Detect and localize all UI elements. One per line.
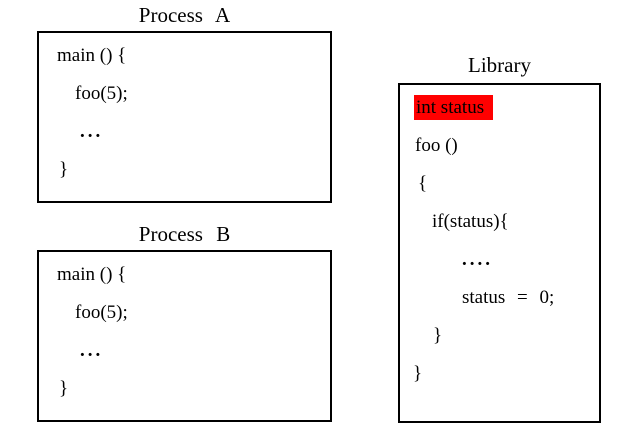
code-line: if(status){	[432, 211, 509, 232]
shared-variable-line: int status	[400, 89, 599, 127]
ellipsis-line: ...	[80, 340, 104, 361]
ellipsis-line: ....	[462, 249, 493, 270]
code-line: }	[59, 159, 69, 180]
process-a-code: main () { foo(5); ... }	[39, 33, 330, 189]
library-box: int status foo () { if(status){ .... sta…	[398, 83, 601, 423]
process-b-code: main () { foo(5); ... }	[39, 252, 330, 408]
shared-variable-highlight: int status	[414, 95, 494, 120]
library-code: int status foo () { if(status){ .... sta…	[400, 85, 599, 393]
library-title: Library	[468, 53, 531, 77]
process-a-box: main () { foo(5); ... }	[37, 31, 332, 203]
code-line: }	[59, 378, 69, 399]
code-line: main () {	[57, 45, 127, 66]
ellipsis-line: ...	[80, 121, 104, 142]
process-b-title: Process B	[138, 222, 231, 246]
code-line: {	[418, 173, 428, 194]
code-line: main () {	[57, 264, 127, 285]
code-line: }	[413, 363, 423, 384]
process-a-title: Process A	[138, 3, 231, 27]
process-b-box: main () { foo(5); ... }	[37, 250, 332, 422]
code-line: status = 0;	[462, 287, 555, 308]
code-line: foo(5);	[75, 302, 128, 323]
code-line: foo(5);	[75, 83, 128, 104]
code-line: }	[433, 325, 443, 346]
code-line: foo ()	[415, 135, 458, 156]
